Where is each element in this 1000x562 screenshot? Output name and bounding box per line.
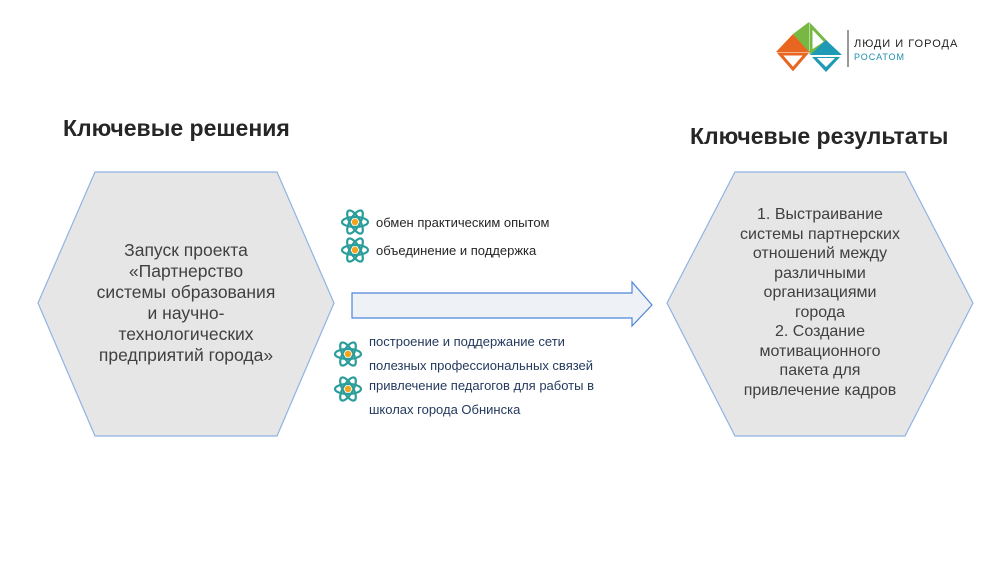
left-heading: Ключевые решения	[63, 115, 290, 141]
list-item: построение и поддержание сети полезных пр…	[333, 330, 593, 378]
text-line: привлечение кадров	[743, 381, 897, 399]
list-item: объединение и поддержка	[340, 235, 536, 265]
item-text: обмен практическим опытом	[376, 214, 550, 230]
text-line: системы образования	[96, 282, 276, 302]
text-line: Запуск проекта	[124, 240, 248, 260]
right-hexagon-text: 1. Выстраивание системы партнерских отно…	[720, 205, 920, 400]
text-line: и научно-	[147, 303, 225, 323]
list-item: обмен практическим опытом	[340, 207, 550, 237]
item-text: привлечение педагогов для работы в	[369, 378, 594, 393]
text-line: различными	[774, 264, 866, 282]
text-line: «Партнерство	[128, 261, 244, 281]
list-item: привлечение педагогов для работы в школах…	[333, 374, 594, 422]
logo-title: ЛЮДИ И ГОРОДА	[854, 38, 959, 50]
left-hexagon-text: Запуск проекта «Партнерство системы обра…	[95, 240, 277, 366]
item-text: объединение и поддержка	[376, 242, 537, 258]
text-line: системы партнерских	[740, 225, 900, 243]
text-line: мотивационного	[759, 342, 881, 360]
right-arrow	[351, 280, 653, 328]
item-text: полезных профессиональных связей	[369, 358, 594, 373]
text-line: предприятий города»	[98, 345, 274, 365]
right-hexagon	[666, 171, 974, 437]
left-hexagon	[37, 171, 335, 437]
text-line: отношений между	[752, 245, 888, 262]
text-line: 1. Выстраивание	[757, 206, 883, 223]
item-text: построение и поддержание сети	[369, 334, 565, 349]
atom-icon	[333, 376, 363, 402]
atom-icon	[340, 237, 370, 263]
text-line: города	[794, 303, 846, 321]
logo-subtitle: РОСАТОМ	[854, 52, 905, 62]
item-text: школах города Обнинска	[369, 402, 521, 417]
text-line: 2. Создание	[775, 323, 865, 340]
text-line: технологических	[118, 324, 254, 344]
right-heading: Ключевые результаты	[690, 123, 949, 149]
logo-icon	[776, 22, 842, 72]
atom-icon	[333, 341, 363, 367]
atom-icon	[340, 209, 370, 235]
text-line: пакета для	[779, 362, 861, 379]
text-line: организациями	[763, 284, 877, 301]
